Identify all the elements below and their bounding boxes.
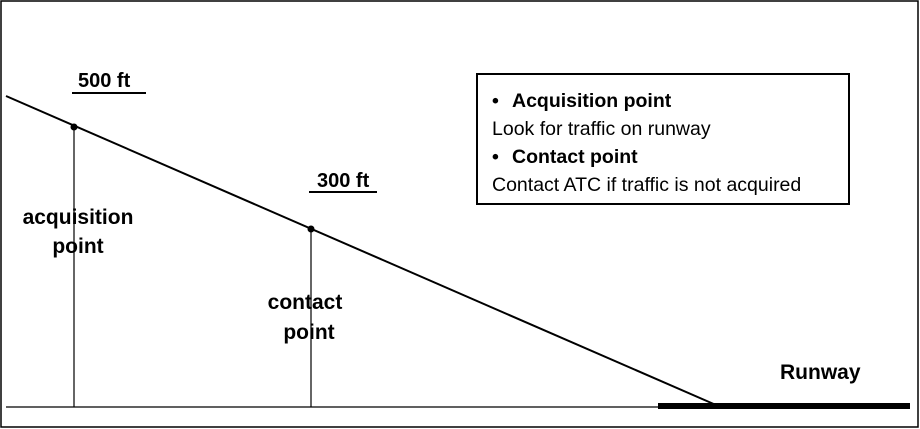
acquisition-altitude-label: 500 ft bbox=[78, 70, 131, 92]
contact-altitude-label: 300 ft bbox=[317, 170, 370, 192]
legend-description-acquisition: Look for traffic on runway bbox=[492, 118, 711, 140]
acquisition-point-label-line2: point bbox=[52, 235, 103, 258]
bullet-icon: • bbox=[492, 146, 499, 168]
legend-heading-contact: Contact point bbox=[512, 146, 638, 168]
contact-point-label-line1: contact bbox=[268, 291, 343, 314]
legend-box: • Acquisition point Look for traffic on r… bbox=[476, 73, 850, 205]
legend-description-contact: Contact ATC if traffic is not acquired bbox=[492, 174, 802, 196]
acquisition-point-label-line1: acquisition bbox=[23, 206, 134, 229]
acquisition-point-marker bbox=[70, 123, 78, 131]
glide-path-line bbox=[5, 95, 717, 406]
bullet-icon: • bbox=[492, 90, 499, 112]
contact-point-marker bbox=[307, 225, 315, 233]
legend-item-contact: • Contact point bbox=[492, 143, 848, 171]
runway-label: Runway bbox=[780, 361, 861, 384]
legend-item-acquisition: • Acquisition point bbox=[492, 87, 848, 115]
legend-heading-acquisition: Acquisition point bbox=[512, 90, 672, 112]
contact-point-label-line2: point bbox=[283, 321, 334, 344]
